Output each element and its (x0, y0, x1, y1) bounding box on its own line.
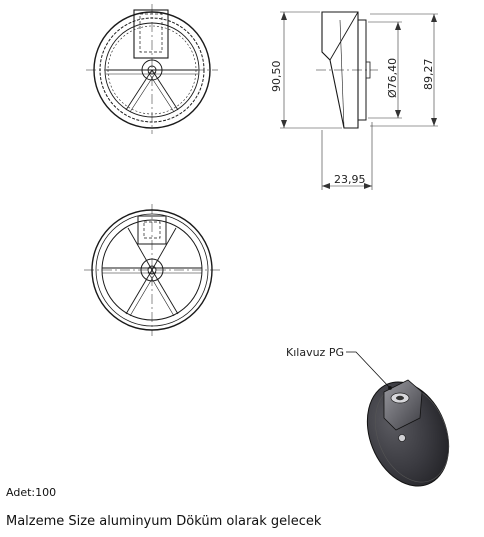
front-view (86, 4, 218, 134)
dimension-lines (280, 11, 438, 190)
dimension-thickness: 23,95 (334, 173, 366, 186)
material-note: Malzeme Size aluminyum Döküm olarak gele… (6, 514, 322, 529)
back-view (84, 204, 220, 336)
callout-label: Kılavuz PG (286, 346, 344, 359)
dimension-height-outer: 90,50 (270, 61, 283, 93)
quantity-note: Adet:100 (6, 486, 57, 499)
dimension-height-right: 89,27 (422, 59, 435, 91)
dimension-diameter-inner: Ø76,40 (386, 58, 399, 98)
callout-leader (346, 351, 392, 390)
isometric-view (366, 379, 450, 487)
side-view (316, 11, 378, 129)
